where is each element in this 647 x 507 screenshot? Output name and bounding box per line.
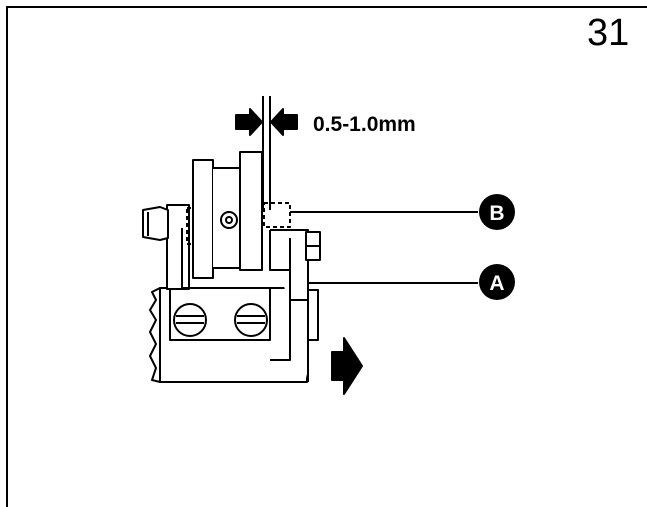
left-post — [166, 204, 190, 290]
disc-rear — [239, 151, 263, 271]
gap-arrow-right-icon — [270, 108, 298, 136]
gap-measurement-label: 0.5-1.0mm — [313, 113, 416, 136]
blade-a-step — [289, 238, 308, 301]
frame-top-border — [6, 6, 647, 8]
frame-left-border — [6, 6, 8, 507]
callout-b-letter: B — [489, 202, 504, 225]
direction-arrow-icon — [331, 337, 363, 395]
page-number: 31 — [587, 12, 630, 54]
adjustment-knob — [142, 206, 169, 241]
callout-a: A — [479, 264, 515, 300]
upper-bracket — [181, 228, 270, 289]
callout-b: B — [479, 194, 515, 230]
disc-front — [192, 159, 214, 279]
hidden-part-b — [263, 202, 291, 228]
screw-right — [234, 303, 268, 337]
base-rough-edge — [149, 287, 161, 383]
disc-center-dot — [225, 216, 233, 224]
callout-a-letter: A — [489, 272, 504, 295]
side-tab — [308, 289, 319, 341]
gap-arrow-left-icon — [235, 108, 263, 136]
disc-center-screw — [220, 211, 238, 229]
screw-left — [173, 303, 207, 337]
